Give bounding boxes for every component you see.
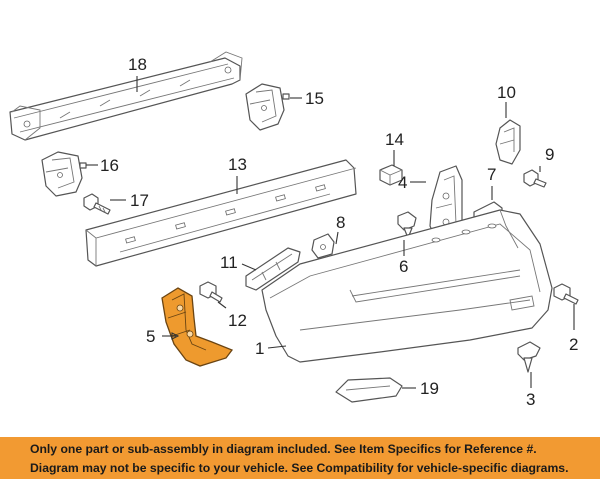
callout-19: 19	[420, 379, 439, 398]
disclaimer-line-1: Only one part or sub-assembly in diagram…	[30, 442, 537, 456]
part-5-highlighted	[161, 287, 234, 367]
part-8-clip	[311, 233, 335, 259]
part-9-bolt	[523, 169, 547, 188]
part-17-bolt	[83, 193, 111, 215]
callout-13: 13	[228, 155, 247, 174]
part-6-screw	[397, 211, 417, 239]
parts-diagram: 18 15 16 17 13 14 4 7 10 9 6 8 11 12 5 1…	[9, 51, 579, 409]
callout-6: 6	[399, 257, 408, 276]
callout-4: 4	[398, 173, 407, 192]
part-10-mount	[495, 119, 521, 165]
part-14-clip	[379, 164, 403, 186]
disclaimer-line-2: Diagram may not be specific to your vehi…	[30, 461, 569, 475]
part-19-reflector	[335, 377, 403, 403]
callout-7: 7	[487, 165, 496, 184]
part-2-bolt	[553, 283, 579, 305]
callout-10: 10	[497, 83, 516, 102]
callout-2: 2	[569, 335, 578, 354]
disclaimer-banner: Only one part or sub-assembly in diagram…	[0, 437, 600, 479]
part-13-absorber	[85, 159, 357, 267]
callout-18: 18	[128, 55, 147, 74]
callout-12: 12	[228, 311, 247, 330]
callout-14: 14	[385, 130, 404, 149]
part-15-bracket	[245, 83, 290, 131]
part-18-reinforcement	[9, 51, 243, 141]
callout-8: 8	[336, 213, 345, 232]
part-11-bracket	[245, 247, 301, 291]
callout-5: 5	[146, 327, 155, 346]
leader-lines	[86, 76, 575, 389]
part-3-clip	[517, 341, 541, 373]
part-1-bumper-cover	[261, 209, 553, 363]
callout-1: 1	[255, 339, 264, 358]
part-16-bracket	[41, 151, 87, 197]
callout-9: 9	[545, 145, 554, 164]
part-12-bolt	[199, 281, 223, 303]
callout-16: 16	[100, 156, 119, 175]
callout-3: 3	[526, 390, 535, 409]
callout-11: 11	[220, 253, 238, 272]
callout-15: 15	[305, 89, 324, 108]
callout-17: 17	[130, 191, 149, 210]
